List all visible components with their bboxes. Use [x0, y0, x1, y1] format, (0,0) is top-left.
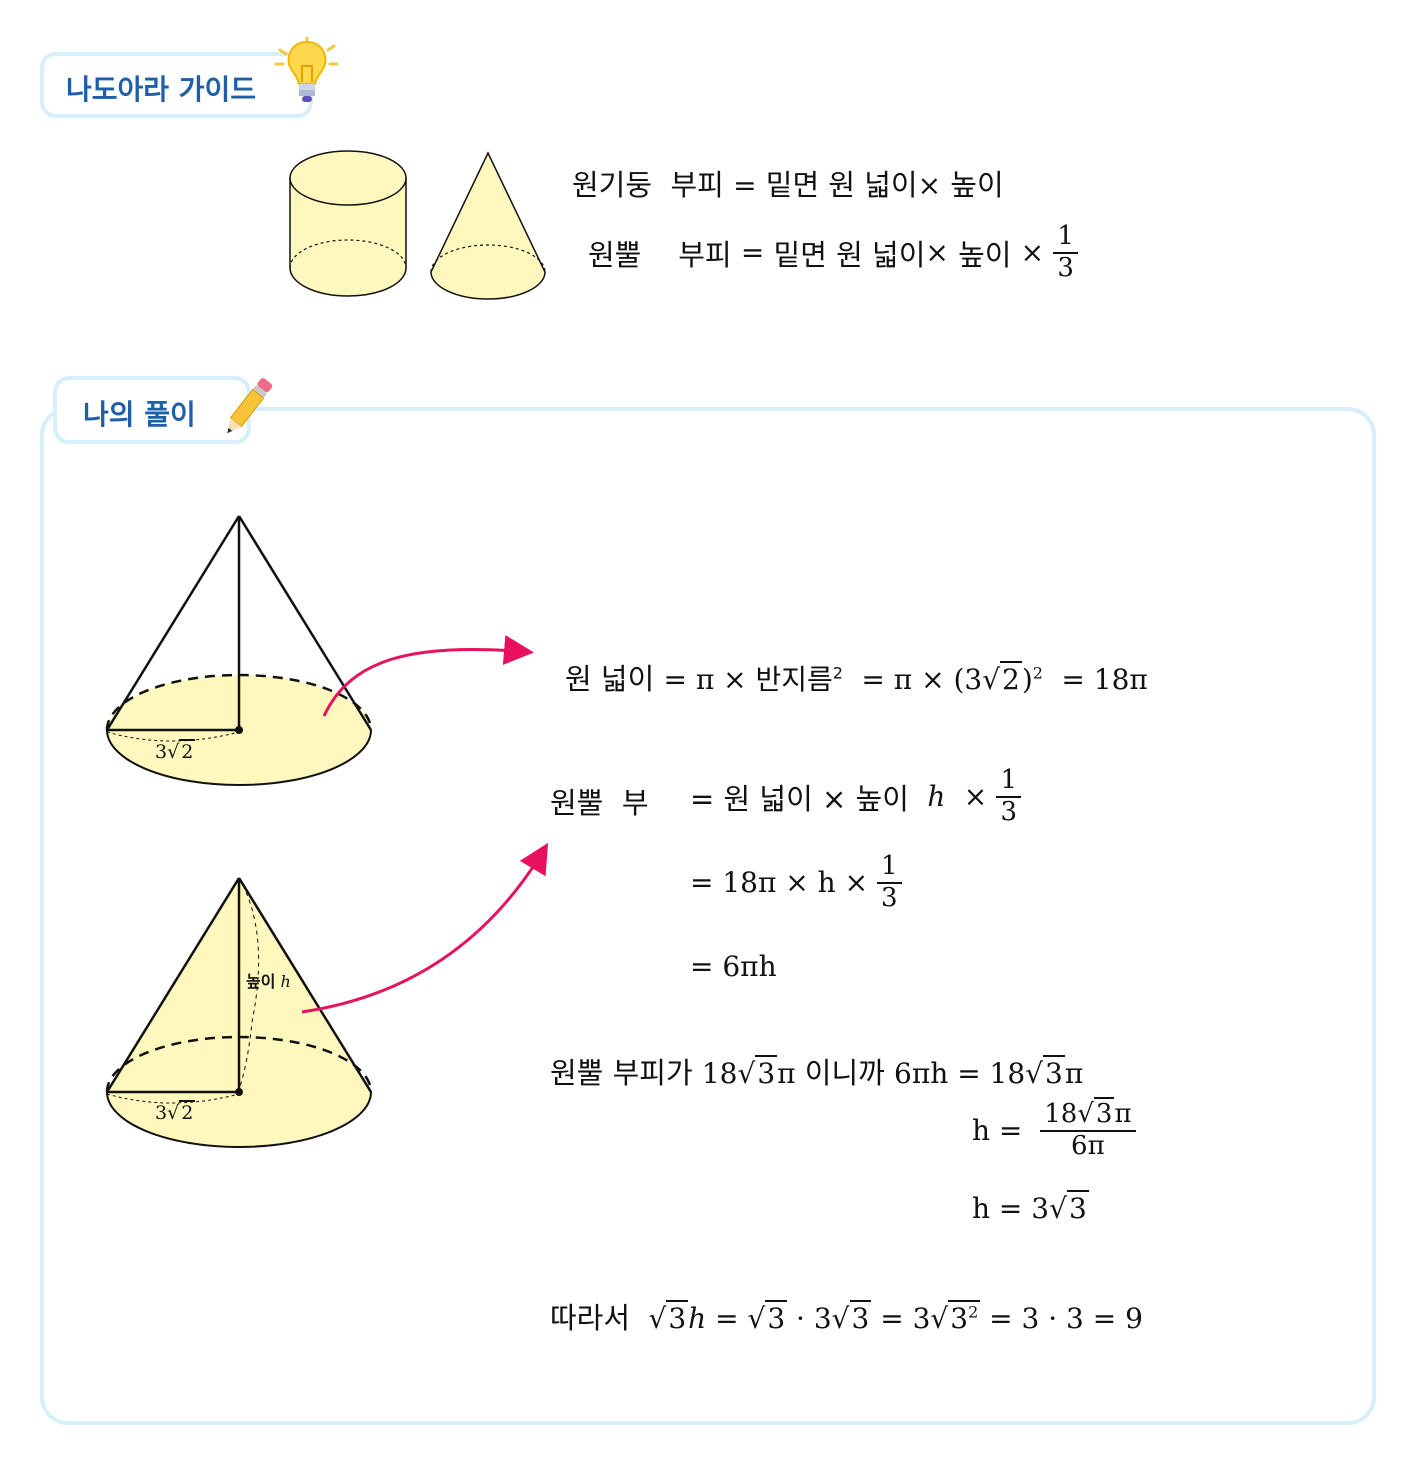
guide-shapes	[289, 150, 546, 300]
cone-base-diagram	[105, 515, 373, 786]
cylinder-volume-formula: 원기둥 부피 = 밑면 원 넓이× 높이	[572, 168, 1004, 202]
volume-word: 부피	[678, 237, 732, 272]
arrow-2	[301, 842, 549, 1014]
radius-label-2: 3√2	[155, 1100, 196, 1124]
cone-height-diagram	[105, 877, 373, 1148]
base-area-text: 밑면 원 넓이	[773, 237, 926, 272]
cone-figure	[430, 151, 546, 300]
height-label: 높이 h	[246, 972, 291, 991]
guide-tag: 나도아라 가이드	[40, 52, 313, 118]
arrows	[301, 635, 549, 1014]
volume-step-3: = 6πh	[690, 950, 777, 983]
circle-area-line: 원 넓이 = π × 반지름2 = π × (3√2)2 = 18π	[565, 661, 1148, 696]
radius-label-1: 3√2	[155, 739, 196, 763]
pencil-icon	[227, 378, 273, 434]
height-word: 높이	[950, 168, 1004, 202]
volume-word: 부피	[670, 168, 724, 202]
height-word: 높이	[958, 237, 1012, 272]
final-line: 따라서 √3h = √3 · 3√3 = 3√32 = 3 · 3 = 9	[550, 1300, 1143, 1335]
cone-label: 원뿔	[588, 237, 642, 272]
solve-step-1: h = 18√3π 6π	[972, 1097, 1136, 1162]
cone-volume-label: 원뿔 부	[550, 786, 649, 820]
solve-step-2: h = 3√3	[972, 1190, 1089, 1225]
cylinder-label: 원기둥	[572, 168, 653, 202]
given-line: 원뿔 부피가 18√3π 이니까 6πh = 18√3π	[550, 1055, 1084, 1090]
guide-title: 나도아라 가이드	[66, 73, 257, 106]
base-area-text: 밑면 원 넓이	[765, 168, 918, 202]
cylinder-figure	[289, 150, 407, 297]
solution-title: 나의 풀이	[83, 398, 196, 431]
arrow-1	[322, 635, 534, 717]
lightbulb-icon	[274, 36, 339, 102]
